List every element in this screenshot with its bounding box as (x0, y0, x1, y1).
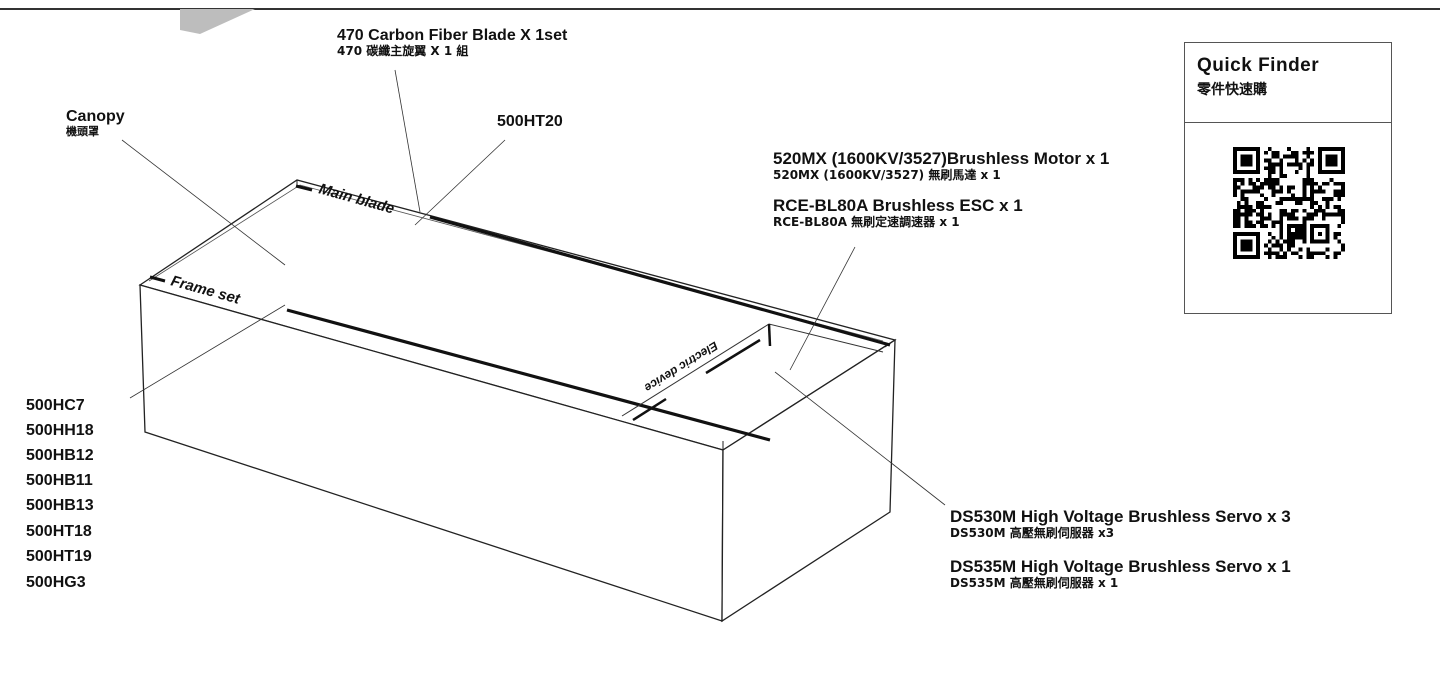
blade-label-en: 470 Carbon Fiber Blade X 1set (337, 27, 568, 44)
leader-canopy (121, 139, 286, 266)
motor-label-en: 520MX (1600KV/3527)Brushless Motor x 1 (773, 149, 1110, 168)
frame-set-divider (286, 308, 771, 442)
frame-part-item: 500HH18 (26, 422, 94, 439)
motor-label-zh: 520MX (1600KV/3527) 無刷馬達 x 1 (773, 167, 1001, 182)
motor-callout: 520MX (1600KV/3527)Brushless Motor x 1 5… (773, 149, 1109, 182)
frame-part-item: 500HB12 (26, 447, 94, 464)
esc-label-zh: RCE-BL80A 無刷定速調速器 x 1 (773, 214, 960, 229)
frame-part-item: 500HT19 (26, 548, 92, 565)
corner-wedge (180, 9, 255, 34)
blade-label-zh: 470 碳纖主旋翼 X 1 組 (337, 44, 469, 59)
frame-part-item: 500HB13 (26, 497, 94, 514)
part-500ht20-label: 500HT20 (497, 113, 563, 130)
box-right-face (721, 338, 896, 623)
frame-part-item: 500HB11 (26, 472, 93, 489)
quick-finder-title: Quick Finder (1197, 55, 1320, 76)
servo535-label-zh: DS535M 高壓無刷伺服器 x 1 (950, 575, 1119, 590)
leader-500ht20 (414, 139, 506, 226)
qr-code-icon[interactable] (1233, 147, 1345, 259)
leader-frame (129, 304, 286, 399)
main-blade-divider (429, 215, 891, 347)
servo530-label-zh: DS530M 高壓無刷伺服器 x3 (950, 525, 1115, 540)
canopy-label-zh: 機頭罩 (66, 125, 99, 139)
leader-servo (774, 371, 946, 506)
quick-finder-header: Quick Finder 零件快速購 (1185, 43, 1391, 123)
leader-electric (789, 246, 856, 371)
servo535-callout: DS535M High Voltage Brushless Servo x 1 … (950, 557, 1291, 590)
canopy-label-en: Canopy (66, 108, 125, 125)
esc-label-en: RCE-BL80A Brushless ESC x 1 (773, 196, 1023, 215)
frame-part-item: 500HG3 (26, 574, 86, 591)
esc-callout: RCE-BL80A Brushless ESC x 1 RCE-BL80A 無刷… (773, 196, 1023, 229)
frame-part-item: 500HT18 (26, 523, 92, 540)
quick-finder-subtitle: 零件快速購 (1197, 82, 1267, 98)
servo530-label-en: DS530M High Voltage Brushless Servo x 3 (950, 507, 1291, 526)
servo535-label-en: DS535M High Voltage Brushless Servo x 1 (950, 557, 1291, 576)
quick-finder-panel: Quick Finder 零件快速購 (1184, 42, 1392, 314)
frame-part-item: 500HC7 (26, 397, 85, 414)
canopy-callout: Canopy 機頭罩 (66, 108, 125, 139)
blade-callout: 470 Carbon Fiber Blade X 1set 470 碳纖主旋翼 … (337, 27, 567, 59)
servo530-callout: DS530M High Voltage Brushless Servo x 3 … (950, 507, 1291, 540)
leader-blade (394, 69, 421, 213)
